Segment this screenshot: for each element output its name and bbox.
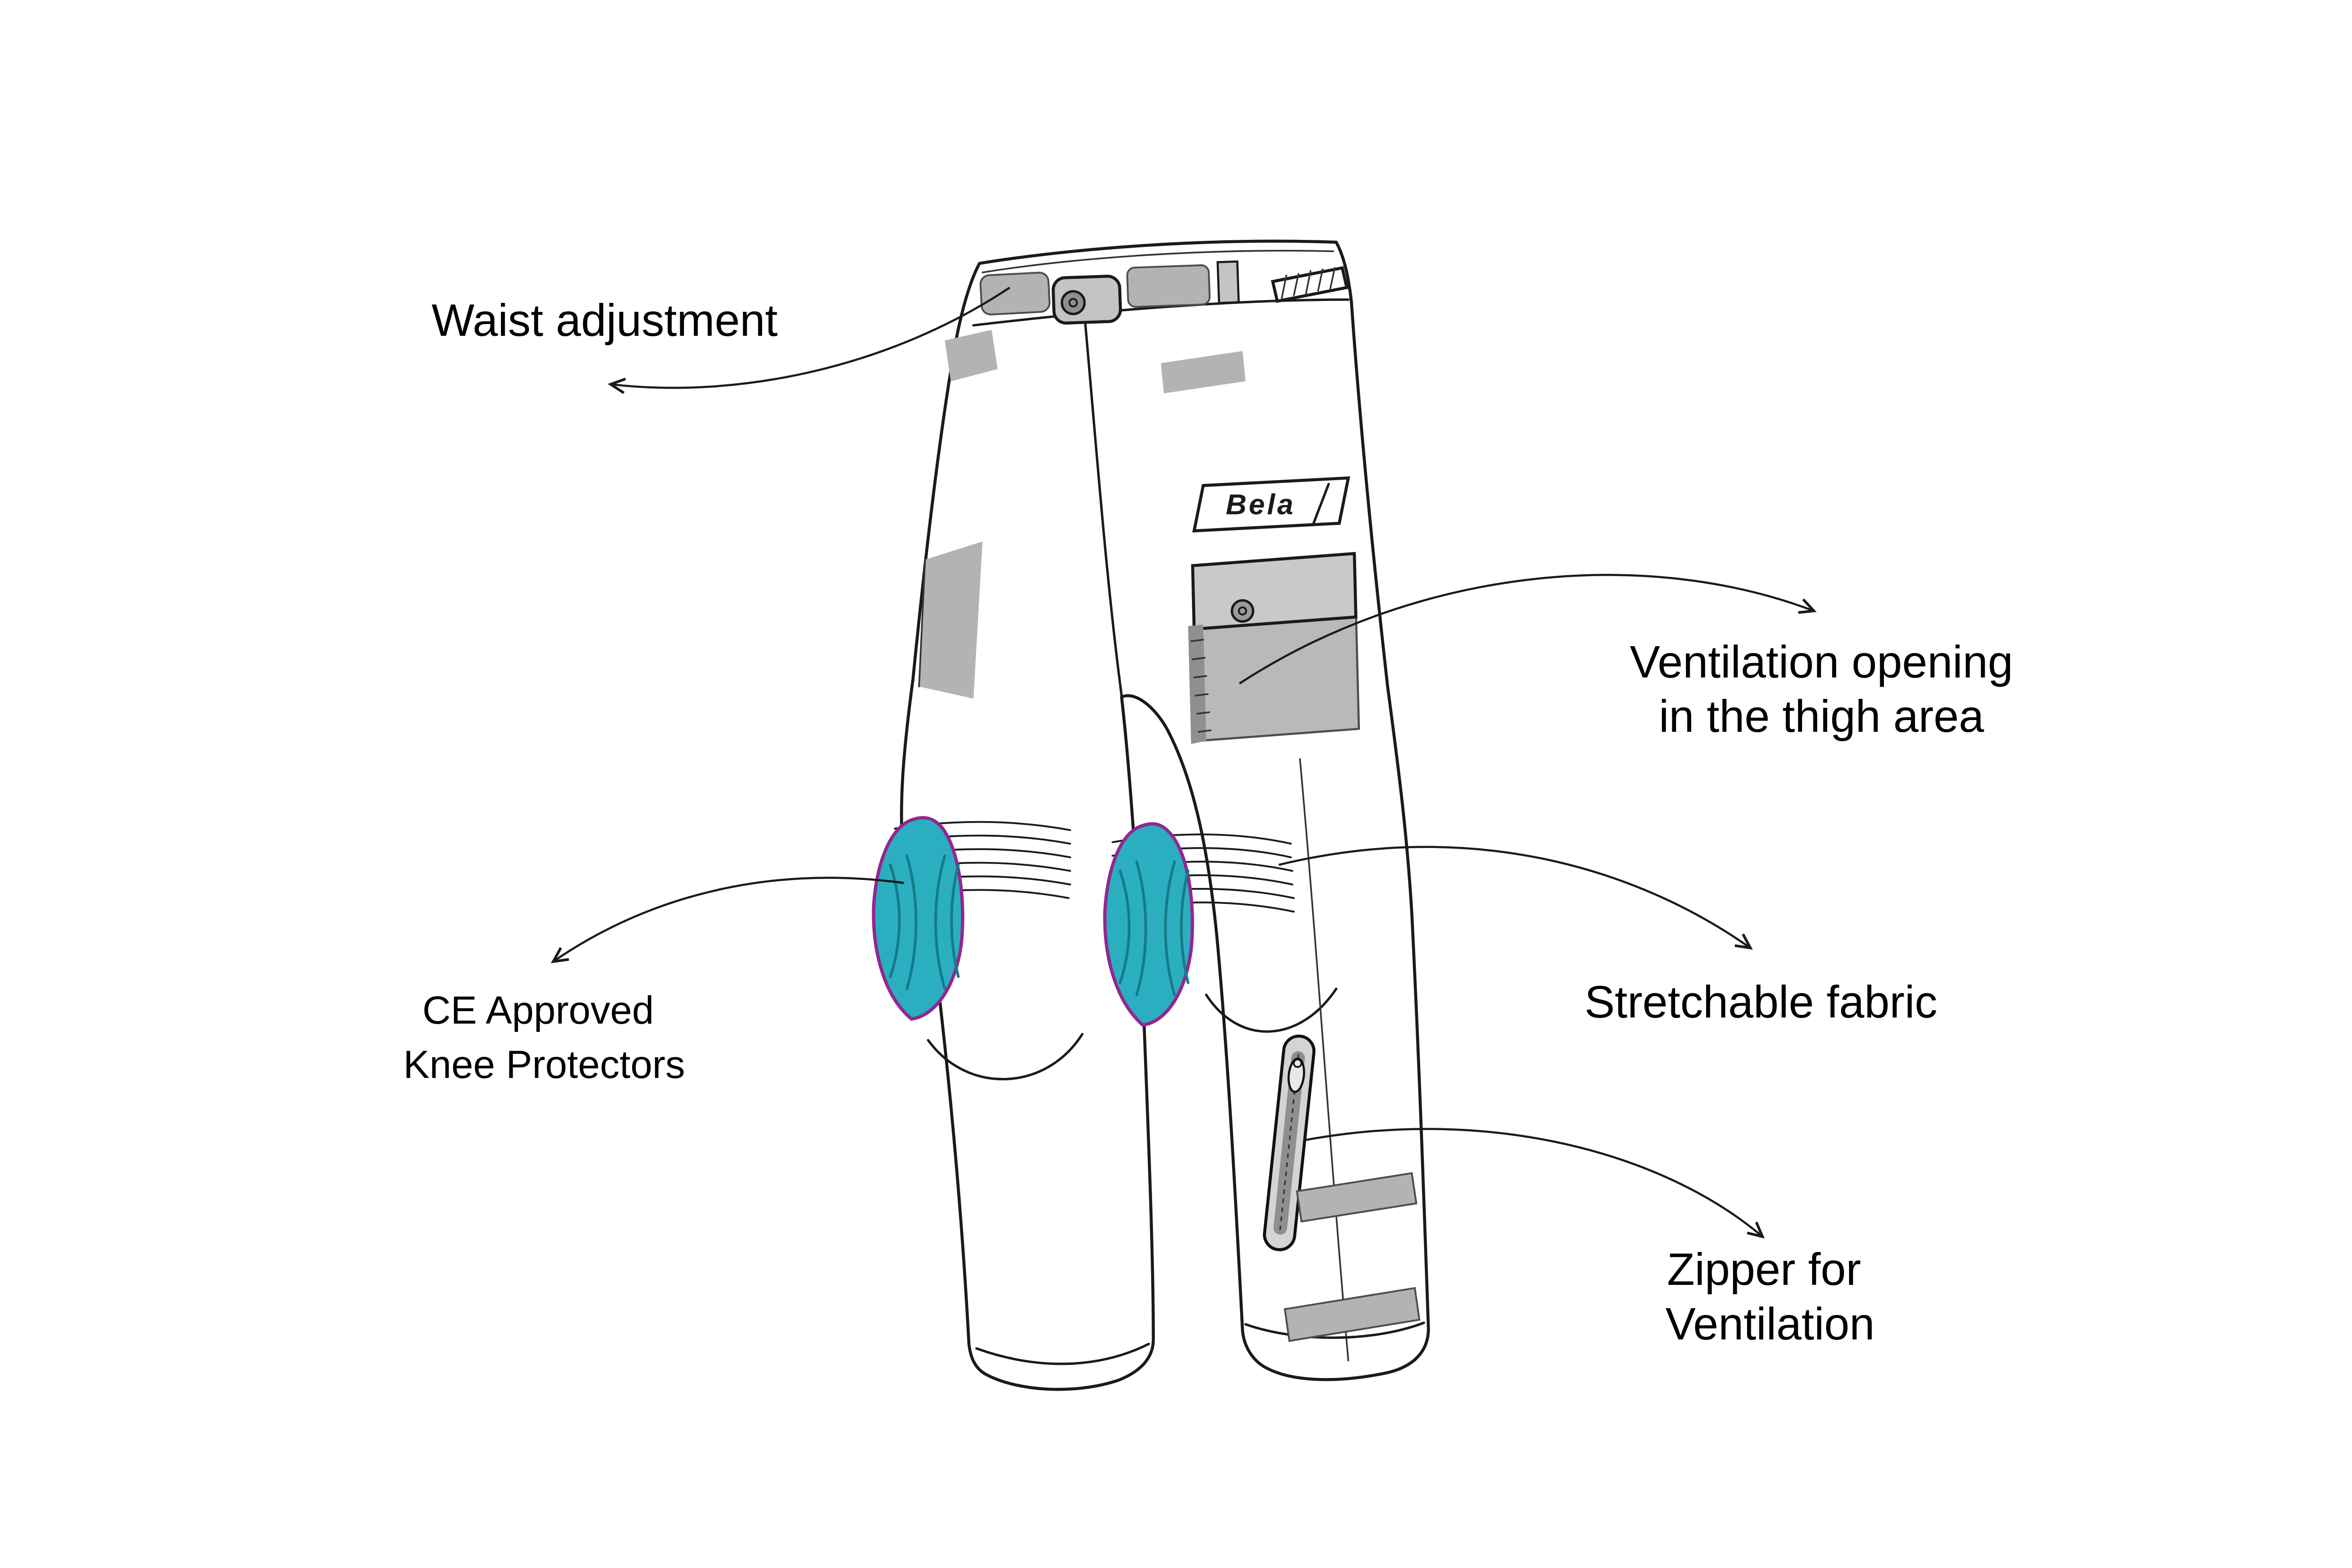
left-hem-seam [975,1342,1150,1365]
arrow-waist-adjustment [607,286,1010,394]
pants-outline [900,239,1430,1391]
brand-logo-badge: Bela [1192,476,1351,533]
arrow-zipper-ventilation [1305,1128,1765,1239]
stretchable-fabric-label: Stretchable fabric [1585,977,1938,1027]
thigh-pocket-zipper-teeth [1190,639,1212,733]
thigh-pocket-snap-center [1238,606,1248,616]
ventilation-opening-label-line1: Ventilation opening [1630,637,2013,687]
knee-protectors-label-line2: Knee Protectors [403,1042,685,1086]
brand-logo-slash [1312,483,1330,525]
belt-strap-left [979,271,1051,316]
brand-logo-text: Bela [1226,488,1295,520]
pants-illustration: Bela [872,239,1430,1391]
fly-seam [1084,322,1123,697]
arrow-ventilation-opening [1239,574,1817,685]
buckle-snap-center [1068,298,1078,308]
waistband-bottom-seam [972,298,1350,327]
left-thigh-pocket-seam [918,559,926,688]
thigh-pocket [1188,552,1360,744]
waist-adjustment-label: Waist adjustment [432,295,778,346]
waist-zipper-icon [1271,266,1349,303]
zipper-ventilation-label-line1: Zipper for [1667,1244,1861,1295]
knee-pad-left [872,816,964,1021]
thigh-pocket-zipper-strip [1188,624,1207,744]
right-leg-side-seam [1299,758,1350,1362]
belt-loop [1216,260,1240,304]
knee-protectors-label-line1: CE Approved [422,988,654,1032]
belt-strap-center [1126,264,1211,308]
arrow-stretchable-fabric [1278,846,1753,950]
callout-arrows [550,286,1817,1239]
arrow-knee-protectors [550,877,904,964]
buckle-snap [1060,290,1086,316]
brand-logo-box [1192,476,1351,533]
ankle-strap-upper [1295,1172,1418,1223]
waistband-top-seam [981,250,1334,274]
thigh-strap [1160,351,1246,394]
ventilation-opening-label-line2: in the thigh area [1659,691,1984,742]
thigh-pocket-snap [1231,599,1255,623]
knee-pad-right [1103,822,1194,1027]
ankle-strap-lower [1284,1287,1421,1342]
right-hem-seam [1244,1321,1425,1339]
left-thigh-pocket [919,541,983,699]
under-knee-seam-left [927,1033,1084,1080]
callout-labels: Waist adjustment Ventilation opening in … [403,295,2013,1349]
zipper-ventilation-label-line2: Ventilation [1665,1299,1875,1349]
hip-patch [945,330,998,381]
lower-leg-zipper [1263,1034,1316,1251]
thigh-pocket-flap [1191,552,1358,631]
